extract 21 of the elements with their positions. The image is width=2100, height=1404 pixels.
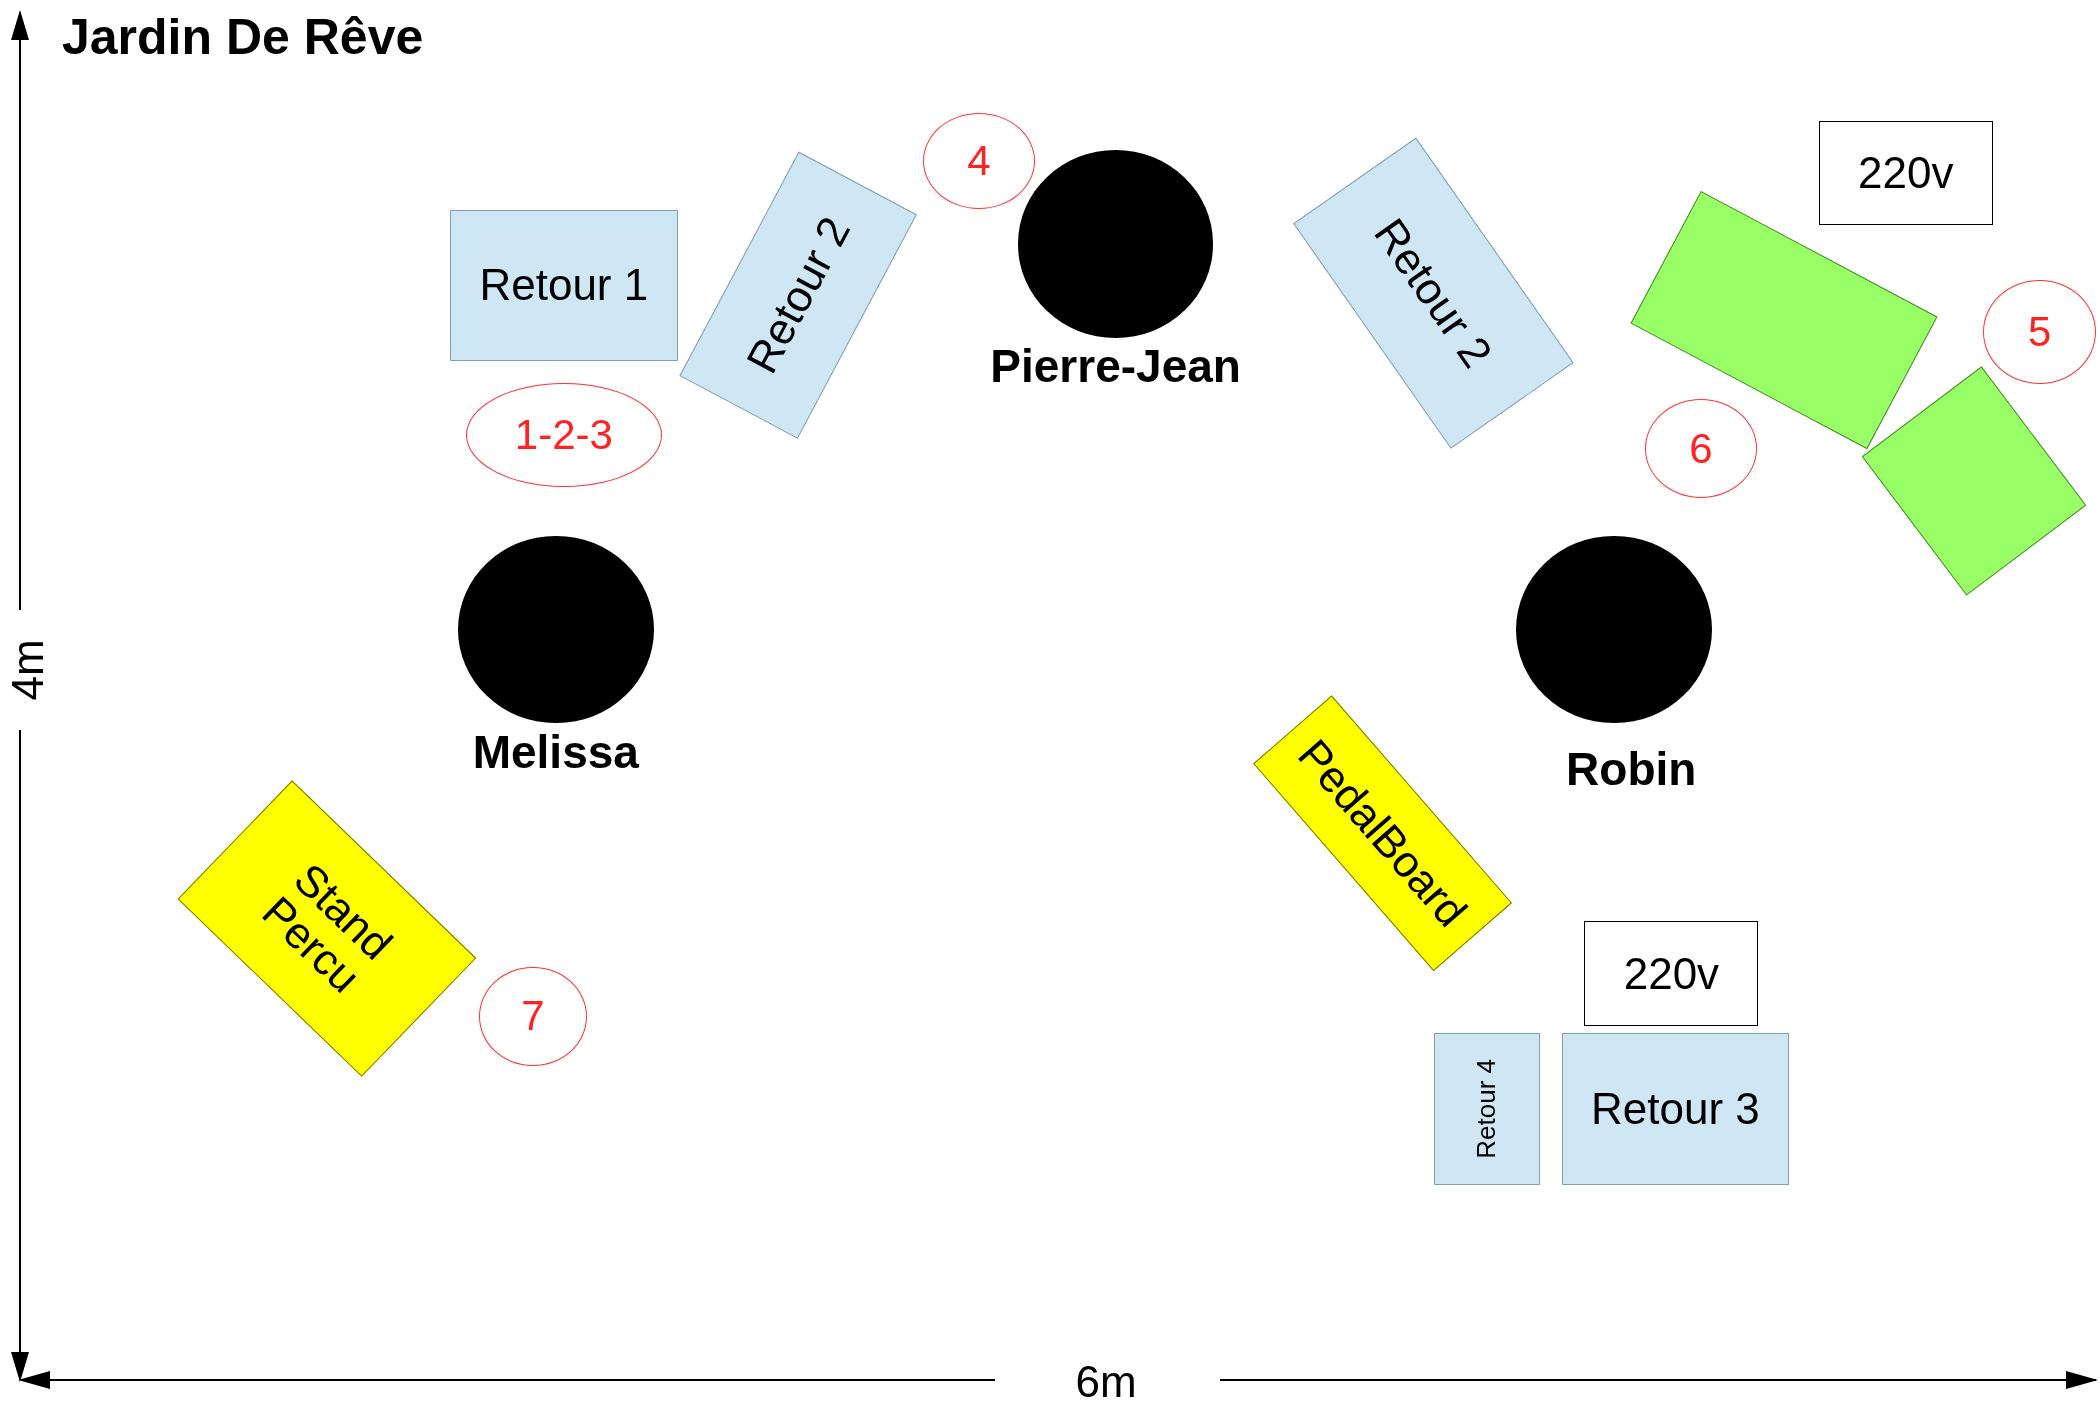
box-label: Retour 3 xyxy=(1590,1085,1761,1132)
box-label: 7 xyxy=(520,994,546,1039)
box-label: 6 xyxy=(1688,426,1714,471)
box-label: 220v xyxy=(1857,149,1955,196)
power-outlet-box xyxy=(1818,120,1993,225)
box-label: 5 xyxy=(2027,310,2053,355)
monitor-box xyxy=(450,209,678,361)
name-label: Robin xyxy=(1566,741,1697,796)
monitor-box xyxy=(1433,1033,1540,1185)
name-label: Melissa xyxy=(472,728,639,775)
name-label: Pierre-Jean xyxy=(990,342,1241,389)
box-label: 220v xyxy=(1622,950,1721,997)
dimension-label: 6m xyxy=(1075,1357,1137,1404)
dimension-label: 4m xyxy=(3,639,53,701)
box-label: Retour 1 xyxy=(478,262,650,309)
power-outlet-box xyxy=(1584,921,1759,1026)
box-label: 1-2-3 xyxy=(513,413,614,458)
monitor-box xyxy=(1561,1033,1790,1185)
box-label: Retour 4 xyxy=(1472,1059,1501,1159)
title: Jardin De Rêve xyxy=(62,8,424,66)
box-label: 4 xyxy=(966,138,992,183)
